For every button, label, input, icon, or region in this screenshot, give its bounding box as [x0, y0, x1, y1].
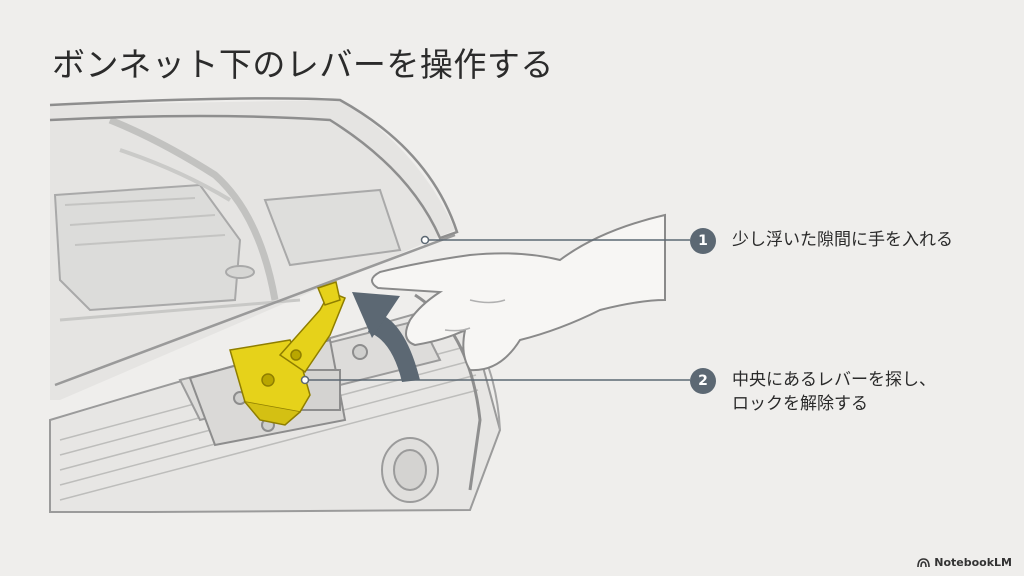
step-1-line-1: 少し浮いた隙間に手を入れる [732, 228, 953, 252]
brand-watermark: NotebookLM [917, 556, 1012, 569]
step-2-line-1: 中央にあるレバーを探し、 [732, 368, 936, 392]
step-1-text: 少し浮いた隙間に手を入れる [732, 228, 953, 252]
step-2-text: 中央にあるレバーを探し、 ロックを解除する [732, 368, 936, 416]
step-2-callout: 2 中央にあるレバーを探し、 ロックを解除する [690, 368, 936, 416]
notebooklm-icon [917, 558, 930, 568]
step-1-badge: 1 [690, 228, 716, 254]
step-1-callout: 1 少し浮いた隙間に手を入れる [690, 228, 953, 254]
brand-label: NotebookLM [934, 556, 1012, 569]
step-2-badge: 2 [690, 368, 716, 394]
step-2-line-2: ロックを解除する [732, 392, 936, 416]
